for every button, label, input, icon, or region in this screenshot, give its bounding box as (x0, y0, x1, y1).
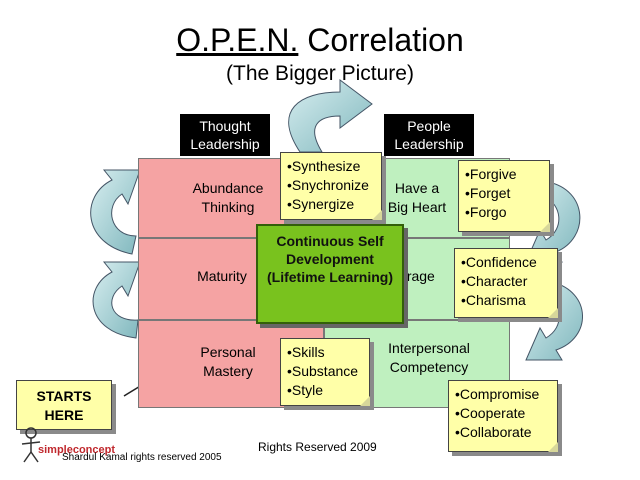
skills-note: •Skills •Substance •Style (280, 338, 370, 406)
note-item: •Cooperate (455, 405, 526, 421)
note-item: •Compromise (455, 386, 540, 402)
left-upper-cycle-arrow-icon (90, 169, 141, 255)
thought-leadership-header: Thought Leadership (180, 114, 270, 156)
note-item: •Skills (287, 344, 325, 360)
note-curl (540, 222, 550, 232)
forgive-note: •Forgive •Forget •Forgo (458, 160, 550, 232)
page-subtitle: (The Bigger Picture) (226, 62, 414, 85)
note-item: •Forgo (465, 204, 507, 220)
note-curl (548, 308, 558, 318)
people-leadership-header: People Leadership (384, 114, 474, 156)
continuous-self-development-box: Continuous Self Development (Lifetime Le… (256, 224, 404, 324)
abundance-thinking-label: Abundance Thinking (192, 180, 264, 215)
note-item: •Forget (465, 185, 511, 201)
note-curl (548, 442, 558, 452)
note-item: •Character (461, 273, 528, 289)
note-item: •Forgive (465, 166, 517, 182)
note-curl (372, 210, 382, 220)
author-rights-text: Shardul Kamal rights reserved 2005 (62, 452, 222, 463)
interpersonal-competency-label: Interpersonal Competency (388, 340, 470, 375)
note-item: •Synergize (287, 196, 355, 212)
note-item: •Confidence (461, 254, 537, 270)
top-cycle-arrow-icon (288, 79, 373, 153)
note-item: •Style (287, 382, 324, 398)
right-upper-cycle-arrow-icon (525, 181, 581, 263)
note-curl (360, 396, 370, 406)
note-item: •Synthesize (287, 158, 361, 174)
rights-reserved-text: Rights Reserved 2009 (258, 440, 377, 454)
big-heart-label: Have a Big Heart (387, 180, 447, 215)
note-item: •Snychronize (287, 177, 369, 193)
starts-here-label: STARTS HERE (36, 388, 92, 423)
synthesize-note: •Synthesize •Snychronize •Synergize (280, 152, 382, 220)
compromise-note: •Compromise •Cooperate •Collaborate (448, 380, 558, 452)
left-lower-cycle-arrow-icon (92, 261, 141, 339)
maturity-label: Maturity (197, 268, 247, 284)
title-acronym: O.P.E.N. (176, 22, 299, 58)
confidence-note: •Confidence •Character •Charisma (454, 248, 558, 318)
personal-mastery-label: Personal Mastery (200, 344, 256, 379)
note-item: •Collaborate (455, 424, 532, 440)
note-item: •Charisma (461, 292, 526, 308)
starts-here-callout: STARTS HERE (16, 380, 112, 430)
stick-figure-logo-icon (21, 427, 41, 463)
title-word: Correlation (307, 22, 464, 58)
note-item: •Substance (287, 363, 359, 379)
logo-wordmark: simpleconcept (38, 444, 116, 456)
page-title: O.P.E.N. Correlation (0, 22, 640, 59)
center-label: Continuous Self Development (Lifetime Le… (266, 233, 393, 285)
